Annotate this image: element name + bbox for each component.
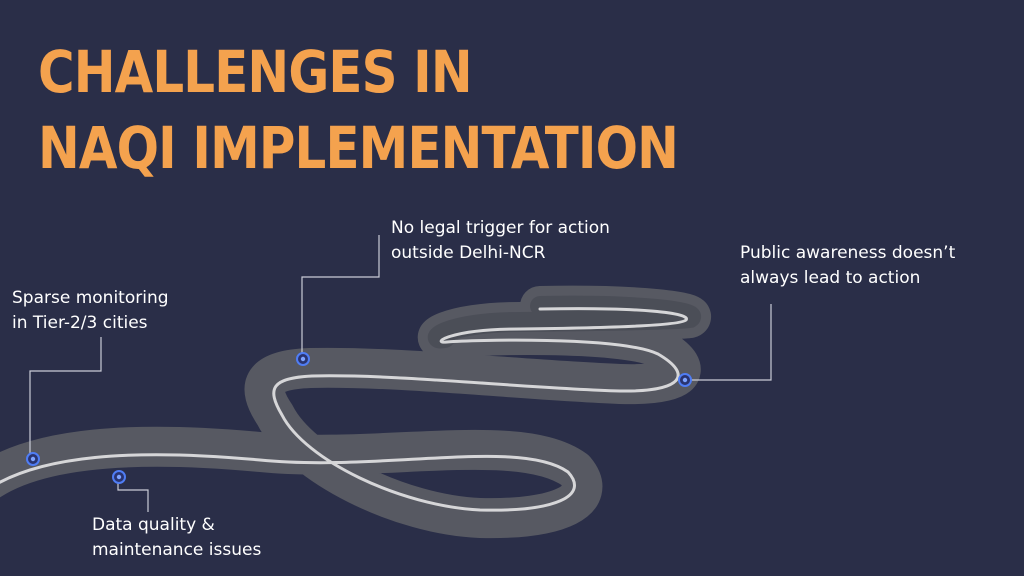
- title-line-1: CHALLENGES IN: [38, 38, 473, 106]
- title-line-2: NAQI IMPLEMENTATION: [38, 114, 679, 182]
- leader-line-sparse: [29, 337, 102, 456]
- leader-line-data: [117, 478, 149, 512]
- callout-sparse-line-1: Sparse monitoring: [12, 288, 169, 308]
- leader-line-legal: [301, 235, 380, 356]
- marker-sparse: [26, 452, 40, 466]
- callout-legal-line-1: No legal trigger for action: [391, 218, 610, 238]
- callout-public-line-1: Public awareness doesn’t: [740, 243, 956, 263]
- callout-sparse-monitoring: Sparse monitoring in Tier-2/3 cities: [12, 286, 169, 336]
- road-surface: [0, 285, 712, 539]
- road-shoulder: [427, 295, 702, 349]
- callout-legal-trigger: No legal trigger for action outside Delh…: [391, 216, 610, 266]
- callout-public-awareness: Public awareness doesn’t always lead to …: [740, 241, 955, 291]
- road-lane-line: [0, 307, 688, 512]
- callout-public-line-2: always lead to action: [740, 268, 921, 288]
- callout-legal-line-2: outside Delhi-NCR: [391, 243, 546, 263]
- slide-title: CHALLENGES IN NAQI IMPLEMENTATION: [38, 34, 679, 186]
- callout-sparse-line-2: in Tier-2/3 cities: [12, 313, 148, 333]
- callout-data-quality: Data quality & maintenance issues: [92, 513, 261, 563]
- marker-data: [112, 470, 126, 484]
- callout-data-line-2: maintenance issues: [92, 540, 262, 560]
- marker-legal: [296, 352, 310, 366]
- leader-line-public: [690, 304, 772, 381]
- callout-data-line-1: Data quality &: [92, 515, 215, 535]
- marker-public: [678, 373, 692, 387]
